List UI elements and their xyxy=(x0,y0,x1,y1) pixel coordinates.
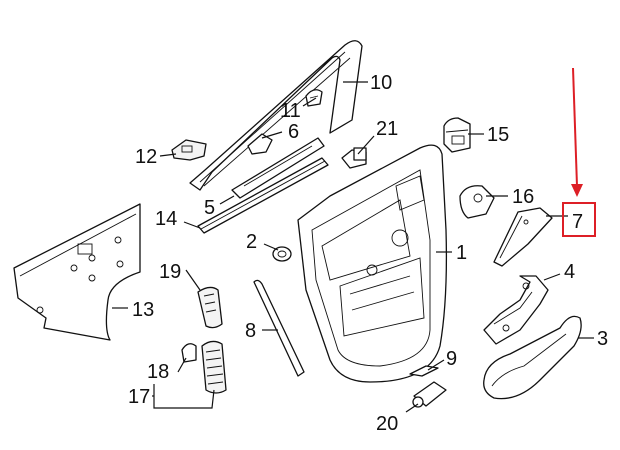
part-11-clip xyxy=(305,89,323,107)
callout-2: 2 xyxy=(246,231,257,253)
leader-lines xyxy=(112,81,594,413)
part-17-window-switch xyxy=(201,340,227,394)
callout-6: 6 xyxy=(288,121,299,143)
part-19-switch-bezel xyxy=(197,286,223,329)
callout-20: 20 xyxy=(376,413,398,435)
callout-5: 5 xyxy=(204,197,215,219)
callout-12: 12 xyxy=(135,146,157,168)
part-16-handle-housing xyxy=(459,185,495,219)
callout-7: 7 xyxy=(572,211,583,233)
callout-4: 4 xyxy=(564,261,575,283)
callout-21: 21 xyxy=(376,118,398,140)
part-13-trim-panel xyxy=(13,203,141,341)
callout-14: 14 xyxy=(155,208,177,230)
callout-3: 3 xyxy=(597,328,608,350)
part-15-switch xyxy=(443,117,471,153)
part-1-door-panel xyxy=(297,144,448,383)
callout-19: 19 xyxy=(159,261,181,283)
highlight-marker xyxy=(562,67,596,237)
part-10-window-frame xyxy=(189,40,363,191)
part-4-armrest-bracket xyxy=(483,275,549,345)
part-3-armrest xyxy=(483,315,582,400)
callout-18: 18 xyxy=(147,361,169,383)
part-2-grommet xyxy=(272,246,292,262)
callout-17: 17 xyxy=(128,386,150,408)
part-21-socket xyxy=(341,147,367,169)
part-18-plug xyxy=(181,343,197,363)
callout-labels: 10 11 6 21 12 15 5 16 7 14 2 1 19 4 13 8… xyxy=(128,72,608,435)
callout-1: 1 xyxy=(456,242,467,264)
part-7-trim-piece xyxy=(493,207,553,267)
callout-9: 9 xyxy=(446,348,457,370)
callout-16: 16 xyxy=(512,186,534,208)
callout-8: 8 xyxy=(245,320,256,342)
part-5-belt-molding xyxy=(231,137,325,199)
part-12-bracket xyxy=(171,139,207,161)
callout-13: 13 xyxy=(132,299,154,321)
callout-11: 11 xyxy=(280,100,301,122)
callout-10: 10 xyxy=(370,72,392,94)
part-6-bracket xyxy=(247,133,273,155)
callout-15: 15 xyxy=(487,124,509,146)
part-14-weatherstrip xyxy=(197,157,329,234)
part-20-connector xyxy=(412,381,447,408)
part-8-seal-strip xyxy=(253,279,305,377)
